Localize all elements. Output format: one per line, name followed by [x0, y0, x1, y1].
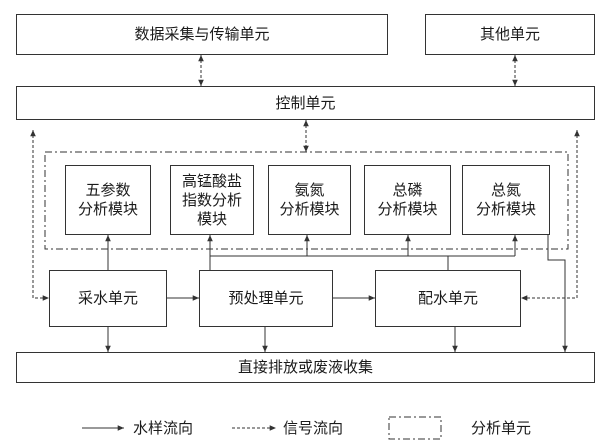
legend-analysis-box: [388, 416, 442, 440]
five-param-module-label: 五参数 分析模块: [77, 181, 138, 218]
ammonia-module-label: 氨氮 分析模块: [279, 181, 340, 218]
control-unit-label: 控制单元: [275, 93, 336, 112]
discharge-unit-label: 直接排放或废液收集: [237, 358, 373, 376]
discharge-unit: 直接排放或废液收集: [16, 352, 595, 383]
other-unit: 其他单元: [425, 14, 595, 55]
legend-signal-label: 信号流向: [283, 419, 344, 437]
permanganate-module-label: 高锰酸盐 指数分析 模块: [181, 171, 242, 228]
nitrogen-module-label: 总氮 分析模块: [475, 181, 536, 218]
legend-analysis-label: 分析单元: [471, 419, 532, 437]
ammonia-module: 氨氮 分析模块: [268, 165, 351, 235]
legend-water-label: 水样流向: [133, 419, 194, 437]
nitrogen-module: 总氮 分析模块: [462, 165, 550, 235]
permanganate-module: 高锰酸盐 指数分析 模块: [170, 165, 254, 235]
phosphorus-module-label: 总磷 分析模块: [377, 181, 438, 218]
sampling-unit-label: 采水单元: [77, 289, 138, 307]
phosphorus-module: 总磷 分析模块: [364, 165, 451, 235]
water-modules-discharge: [547, 235, 568, 352]
five-param-module: 五参数 分析模块: [65, 165, 151, 235]
control-unit: 控制单元: [16, 86, 595, 120]
other-unit-label: 其他单元: [479, 25, 540, 43]
pretreatment-unit-label: 预处理单元: [228, 289, 304, 307]
pretreatment-unit: 预处理单元: [199, 270, 333, 327]
signal-control-distribution: [521, 130, 580, 301]
sampling-unit: 采水单元: [49, 270, 167, 327]
signal-control-sampling: [30, 130, 49, 301]
water-distribution-unit: 配水单元: [375, 270, 521, 327]
water-distribution-unit-label: 配水单元: [417, 289, 478, 307]
data-acquisition-unit: 数据采集与传输单元: [16, 14, 388, 55]
data-acquisition-unit-label: 数据采集与传输单元: [134, 25, 270, 43]
